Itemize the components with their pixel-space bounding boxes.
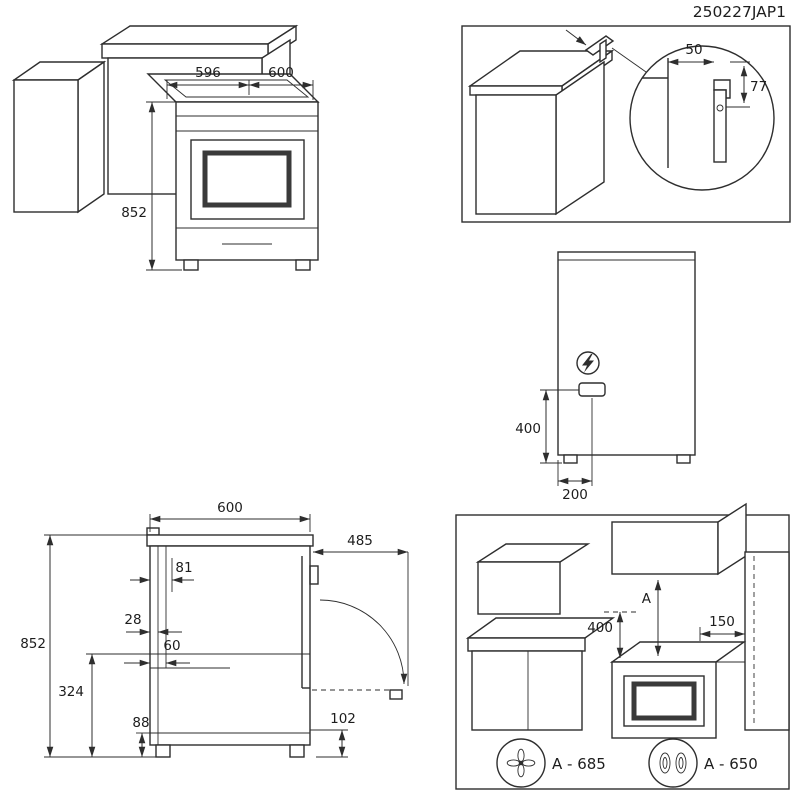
legend-fan-circle <box>496 738 546 788</box>
left-cabinet <box>11 60 107 214</box>
legend: A - 685 A - 650 <box>496 738 758 788</box>
rear-trim <box>146 527 160 536</box>
dim-485-label: 485 <box>347 533 373 549</box>
foot-left <box>183 259 199 271</box>
dim-324-label: 324 <box>58 684 84 700</box>
dim-A-label: A <box>642 591 652 607</box>
dim-852-front: 852 <box>121 101 182 271</box>
tall-unit-right <box>744 551 790 731</box>
dim-77: 77 <box>730 61 767 103</box>
dim-485: 485 <box>313 533 409 686</box>
dim-400-clearance: 400 <box>587 611 636 658</box>
dim-50: 50 <box>668 42 714 66</box>
rear-foot-right <box>676 454 691 464</box>
foot-right <box>295 259 311 271</box>
dim-600-top: 600 <box>249 65 314 100</box>
dim-596-label: 596 <box>195 65 221 81</box>
clearance-view: A 400 150 A - 685 <box>455 502 790 790</box>
dim-852-front-label: 852 <box>121 205 147 221</box>
bracket-screw <box>716 104 724 112</box>
bracket-pointer-arrow <box>565 29 587 46</box>
dim-28: 28 <box>124 612 182 636</box>
front-installation-view: 596 600 852 <box>11 24 320 271</box>
oven-door-window <box>202 150 292 208</box>
dim-102: 102 <box>310 711 356 758</box>
dim-28-label: 28 <box>124 612 141 628</box>
left-worktop <box>465 617 616 731</box>
dim-81-label: 81 <box>175 560 192 576</box>
dim-50-label: 50 <box>685 42 702 58</box>
dim-150-label: 150 <box>709 614 735 630</box>
fan-icon <box>506 748 536 778</box>
door-swing-arc <box>319 599 408 685</box>
dim-60-label: 60 <box>163 638 180 654</box>
bracket-detail-magnified: 50 77 <box>629 42 775 191</box>
rear-panel <box>557 251 696 456</box>
side-profile-view: 600 485 852 324 81 28 <box>20 500 409 758</box>
hob-top-small <box>609 641 747 663</box>
legend-coil-circle <box>648 738 698 788</box>
dim-852-side-label: 852 <box>20 636 46 652</box>
dim-77-label: 77 <box>750 79 767 95</box>
dim-600-top-label: 600 <box>268 65 294 81</box>
dim-852-side: 852 <box>20 534 170 758</box>
dim-200: 200 <box>557 398 593 503</box>
rear-foot-left <box>563 454 578 464</box>
dim-88-label: 88 <box>132 715 149 731</box>
legend-fan-label: A - 685 <box>552 755 606 773</box>
legend-coil-label: A - 650 <box>704 755 758 773</box>
anti-tilt-detail-view: 50 77 <box>461 25 791 223</box>
detail-circle <box>629 45 775 191</box>
door-handle <box>309 565 319 585</box>
dim-88: 88 <box>132 715 150 757</box>
cooker-clearance-iso <box>609 641 747 739</box>
dim-102-label: 102 <box>330 711 356 727</box>
wall-cabinet-left <box>475 543 591 615</box>
hob-slab <box>146 534 314 547</box>
bracket-plate <box>713 89 727 163</box>
dim-150: 150 <box>699 614 745 641</box>
electrical-symbol <box>576 351 600 375</box>
oven-window-small <box>631 681 697 721</box>
dim-200-label: 200 <box>562 487 588 503</box>
side-foot-front <box>289 744 305 758</box>
dim-60: 60 <box>124 638 190 667</box>
upper-cabinet <box>611 502 747 576</box>
dim-596: 596 <box>166 65 250 99</box>
dim-324: 324 <box>58 653 150 757</box>
dim-600-depth: 600 <box>149 500 311 532</box>
rear-connection-view: 400 200 <box>515 251 696 503</box>
dim-400-clearance-label: 400 <box>587 620 613 636</box>
side-foot-rear <box>155 744 171 758</box>
oven-door-small <box>623 675 705 727</box>
open-door-foot <box>389 689 403 700</box>
dim-600-depth-label: 600 <box>217 500 243 516</box>
dim-400-rear-label: 400 <box>515 421 541 437</box>
cabinet-with-bracket <box>467 29 647 216</box>
oven-door <box>190 139 305 220</box>
document-code: 250227JAP1 <box>693 3 786 21</box>
detail-panel-frame <box>461 25 791 223</box>
coil-icon <box>659 752 687 774</box>
lightning-icon <box>582 354 594 373</box>
cooker-front-face <box>175 101 319 261</box>
dim-A: A <box>642 580 662 656</box>
dim-81: 81 <box>130 560 194 584</box>
mains-connection-box <box>578 382 606 397</box>
